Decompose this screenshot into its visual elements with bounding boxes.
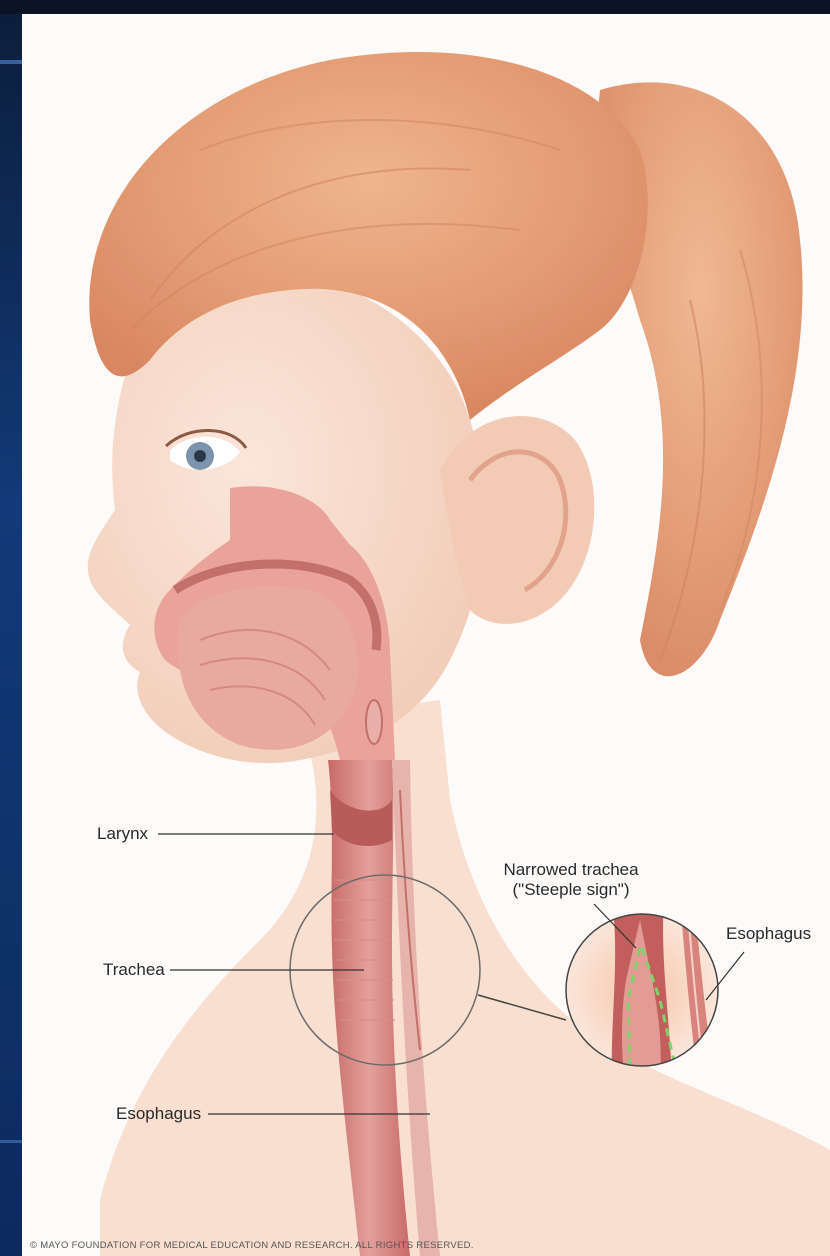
label-narrowed-line1: Narrowed trachea bbox=[494, 860, 648, 880]
neck-shoulder bbox=[100, 700, 830, 1256]
label-esophagus-inset: Esophagus bbox=[726, 924, 811, 944]
label-trachea: Trachea bbox=[103, 960, 165, 980]
label-esophagus-main: Esophagus bbox=[116, 1104, 201, 1124]
label-larynx: Larynx bbox=[97, 824, 148, 844]
label-narrowed-trachea: Narrowed trachea ("Steeple sign") bbox=[494, 860, 648, 900]
label-narrowed-line2: ("Steeple sign") bbox=[494, 880, 648, 900]
copyright-notice: © MAYO FOUNDATION FOR MEDICAL EDUCATION … bbox=[30, 1240, 474, 1251]
epiglottis bbox=[366, 700, 382, 744]
